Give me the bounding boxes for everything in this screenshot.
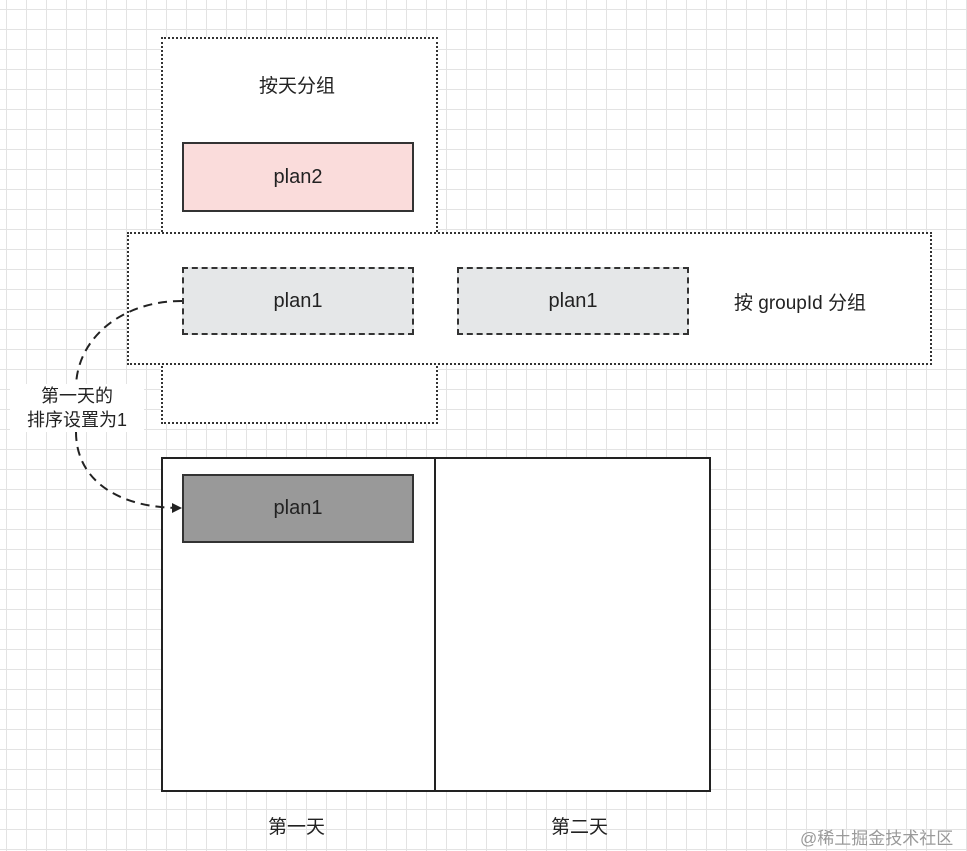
arrow-label-line2: 排序设置为1: [26, 410, 127, 430]
placed-plan1-box[interactable]: plan1: [182, 474, 414, 543]
plan1-right-label: plan1: [548, 289, 598, 312]
plan1-left-label: plan1: [273, 289, 323, 312]
watermark: @稀土掘金技术社区: [800, 829, 954, 848]
plan2-label: plan2: [273, 165, 323, 188]
day2-label: 第二天: [551, 817, 609, 838]
arrow-label-line1: 第一天的: [41, 386, 113, 406]
day1-label: 第一天: [268, 817, 326, 838]
day2-column[interactable]: [434, 457, 711, 792]
placed-plan1-label: plan1: [273, 497, 323, 519]
plan2-box[interactable]: plan2: [182, 142, 414, 212]
plan1-box-right[interactable]: plan1: [457, 267, 689, 335]
groupid-group-label: 按 groupId 分组: [734, 293, 866, 314]
plan1-box-left[interactable]: plan1: [182, 267, 414, 335]
day-group-label: 按天分组: [259, 76, 336, 97]
arrow-label: 第一天的 排序设置为1: [10, 384, 144, 432]
